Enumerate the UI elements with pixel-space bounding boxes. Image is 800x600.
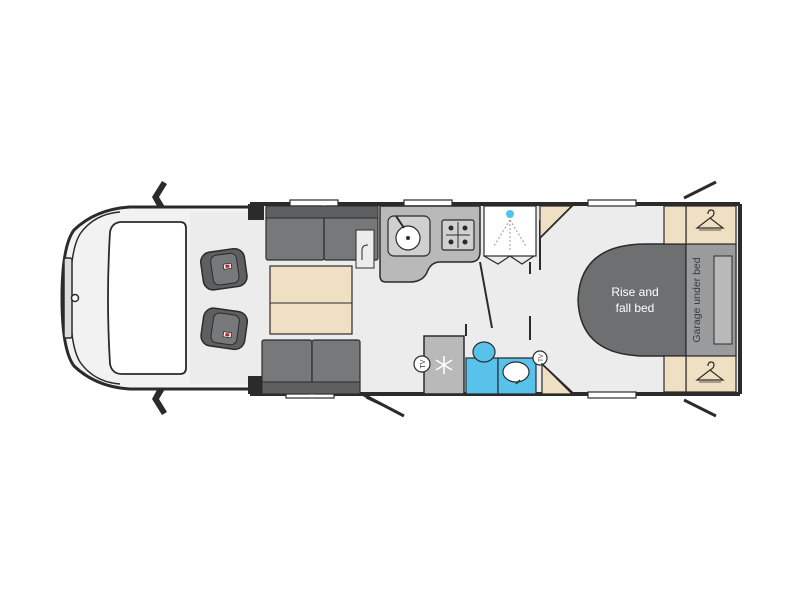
left-mirror	[152, 181, 167, 208]
window	[587, 391, 637, 399]
hob-burner	[448, 239, 454, 245]
passenger-seat	[200, 307, 249, 351]
tap	[395, 215, 405, 229]
front-wall-top	[248, 204, 264, 220]
sofa-bottom-back	[261, 381, 361, 395]
hob-burner	[462, 225, 468, 231]
tv-label: TV	[539, 354, 545, 362]
sink-drain	[406, 236, 410, 240]
kitchen-step	[355, 229, 375, 269]
shower-head	[506, 210, 514, 218]
tv-socket-icon	[413, 355, 431, 373]
cab	[60, 181, 252, 415]
diagonal-wall	[541, 363, 575, 395]
fridge-unit: TV	[413, 335, 465, 395]
dashboard	[107, 221, 187, 375]
wardrobe-door	[663, 205, 687, 245]
partition-wall	[479, 261, 493, 329]
washbasin	[502, 361, 530, 383]
wardrobe-rear-top	[685, 205, 737, 245]
garage-label: Garage under bed	[691, 257, 703, 342]
window	[587, 199, 637, 207]
rear-strut-top	[683, 180, 717, 200]
washroom: TV	[465, 205, 548, 395]
hanger-icon	[695, 361, 725, 383]
hanger-icon	[695, 209, 725, 231]
shower-spray	[493, 219, 527, 250]
window	[289, 199, 339, 207]
bed-label-line2: fall bed	[616, 301, 655, 315]
driver-seat	[199, 247, 248, 291]
shower-doors	[483, 255, 535, 265]
rise-and-fall-bed	[577, 243, 687, 357]
cab-floor	[190, 212, 250, 384]
bed-label-line1: Rise and	[611, 285, 658, 299]
tv-label: TV	[420, 359, 427, 368]
hob-burner	[462, 239, 468, 245]
rear-strut-bottom	[683, 398, 717, 418]
garage-inner	[713, 255, 733, 345]
front-wall-bottom	[248, 376, 264, 394]
sofa-top-back	[265, 205, 379, 219]
window	[403, 199, 453, 207]
diagonal-wall	[539, 203, 575, 239]
entrance-door-swing	[365, 397, 401, 415]
washbasin-tap	[515, 379, 521, 385]
front-emblem	[70, 293, 80, 303]
tv-socket-icon	[532, 350, 548, 366]
toilet-bowl	[472, 341, 496, 363]
step-hook	[361, 244, 369, 260]
lounge	[261, 205, 379, 395]
snowflake-icon	[435, 356, 453, 374]
bedroom: Rise and fall bed Garage under bed	[539, 203, 737, 395]
wardrobe-door	[663, 355, 687, 393]
toilet-cistern	[465, 357, 499, 395]
kitchen	[355, 205, 481, 283]
right-mirror	[152, 388, 167, 415]
hob	[441, 219, 475, 251]
dining-table	[269, 265, 353, 335]
hob-burner	[448, 225, 454, 231]
